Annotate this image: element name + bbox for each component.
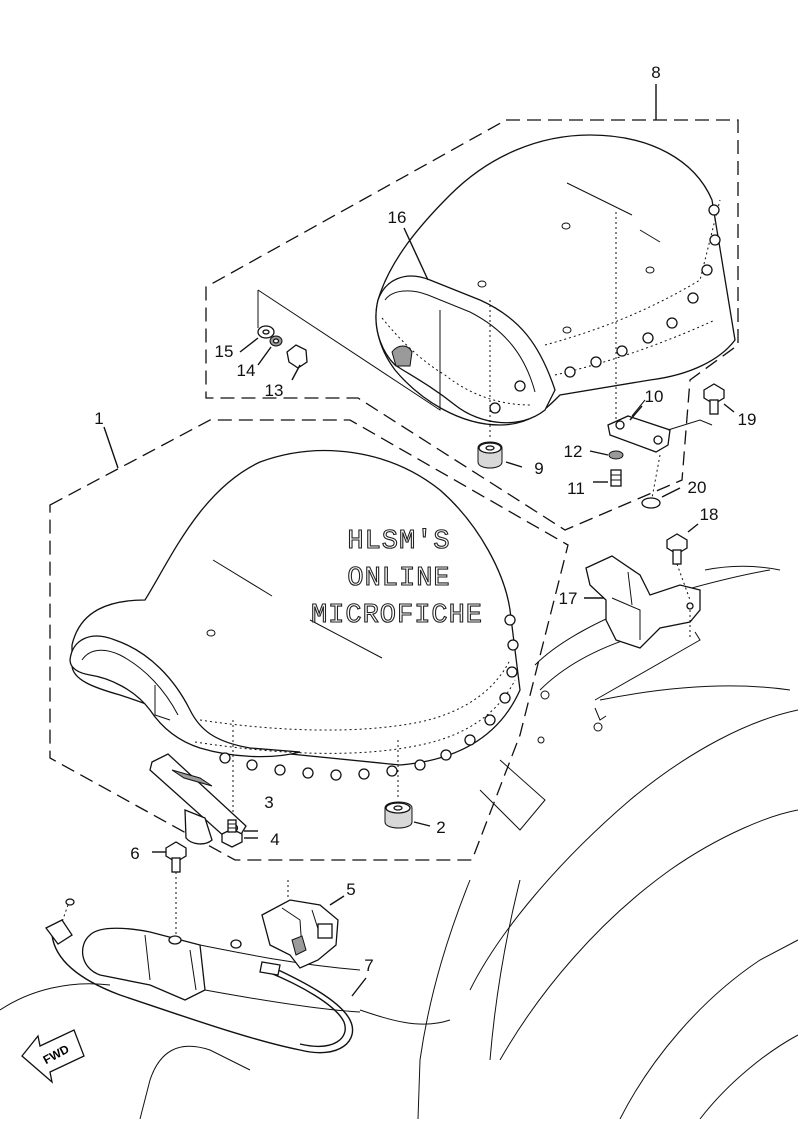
main-seat-studs — [219, 614, 519, 781]
fwd-arrow-icon: FWD — [21, 1029, 85, 1084]
callout-1: 1 — [94, 409, 103, 428]
main-seat-assembly-boundary — [49, 419, 569, 861]
leader-18 — [687, 523, 699, 533]
collar-20 — [641, 497, 661, 509]
leader-10 — [629, 405, 643, 421]
damper-2 — [384, 801, 413, 829]
bolt-19 — [703, 383, 725, 415]
frame-outline — [0, 565, 798, 1120]
rear-seat-assembly-boundary — [205, 119, 739, 531]
bracket-10 — [607, 399, 713, 453]
bolt-13 — [286, 344, 308, 381]
bracket-3 — [149, 753, 247, 845]
callout-labels: 1 2 3 4 5 6 7 8 9 10 11 12 13 14 15 16 1… — [94, 63, 756, 975]
leader-15 — [239, 337, 259, 353]
callout-20: 20 — [688, 478, 707, 497]
rear-seat-studs — [489, 204, 721, 414]
callout-8: 8 — [651, 63, 660, 82]
washer-15 — [257, 325, 275, 339]
watermark-line-3: MICROFICHE — [311, 601, 483, 631]
watermark-line-2: ONLINE — [347, 564, 450, 594]
callout-3: 3 — [264, 793, 273, 812]
callout-19: 19 — [738, 410, 757, 429]
callout-2: 2 — [436, 818, 445, 837]
callout-18: 18 — [700, 505, 719, 524]
leader-20 — [661, 487, 681, 498]
bolt-6 — [165, 841, 187, 873]
callout-12: 12 — [564, 442, 583, 461]
bolt-group-leader — [257, 289, 441, 411]
lock-washer-14 — [269, 335, 283, 347]
bolt-18 — [666, 533, 688, 565]
callout-6: 6 — [130, 844, 139, 863]
callout-7: 7 — [364, 956, 373, 975]
frame-mount — [81, 927, 361, 1013]
callout-11: 11 — [567, 479, 585, 498]
leader-1 — [103, 426, 119, 469]
watermark: HLSM'S ONLINE MICROFICHE — [310, 526, 483, 631]
bolt-4 — [221, 819, 243, 848]
cable-7 — [45, 898, 354, 1054]
leader-9 — [505, 461, 523, 468]
callout-15: 15 — [215, 342, 234, 361]
leader-5 — [329, 895, 345, 906]
callout-14: 14 — [237, 361, 256, 380]
callout-9: 9 — [534, 459, 543, 478]
watermark-line-1: HLSM'S — [347, 527, 450, 557]
leader-7 — [351, 977, 367, 997]
leader-16 — [403, 227, 429, 281]
callout-16: 16 — [388, 208, 407, 227]
callout-4: 4 — [270, 830, 279, 849]
leader-19 — [723, 403, 735, 413]
leader-14 — [257, 346, 272, 366]
seat-lock-5 — [261, 899, 339, 969]
washer-12 — [608, 450, 624, 460]
callout-10: 10 — [645, 387, 664, 406]
damper-9 — [477, 441, 503, 469]
lock-spacer — [230, 939, 242, 949]
callout-5: 5 — [346, 880, 355, 899]
main-seat — [69, 449, 521, 815]
leader-2 — [413, 821, 431, 827]
bolt-11 — [610, 469, 622, 487]
leader-12 — [589, 450, 609, 456]
callout-13: 13 — [265, 381, 284, 400]
callout-17: 17 — [559, 589, 578, 608]
bracket-17 — [585, 555, 701, 649]
rear-seat — [375, 134, 736, 440]
bracket-17-mount-line — [594, 631, 701, 701]
